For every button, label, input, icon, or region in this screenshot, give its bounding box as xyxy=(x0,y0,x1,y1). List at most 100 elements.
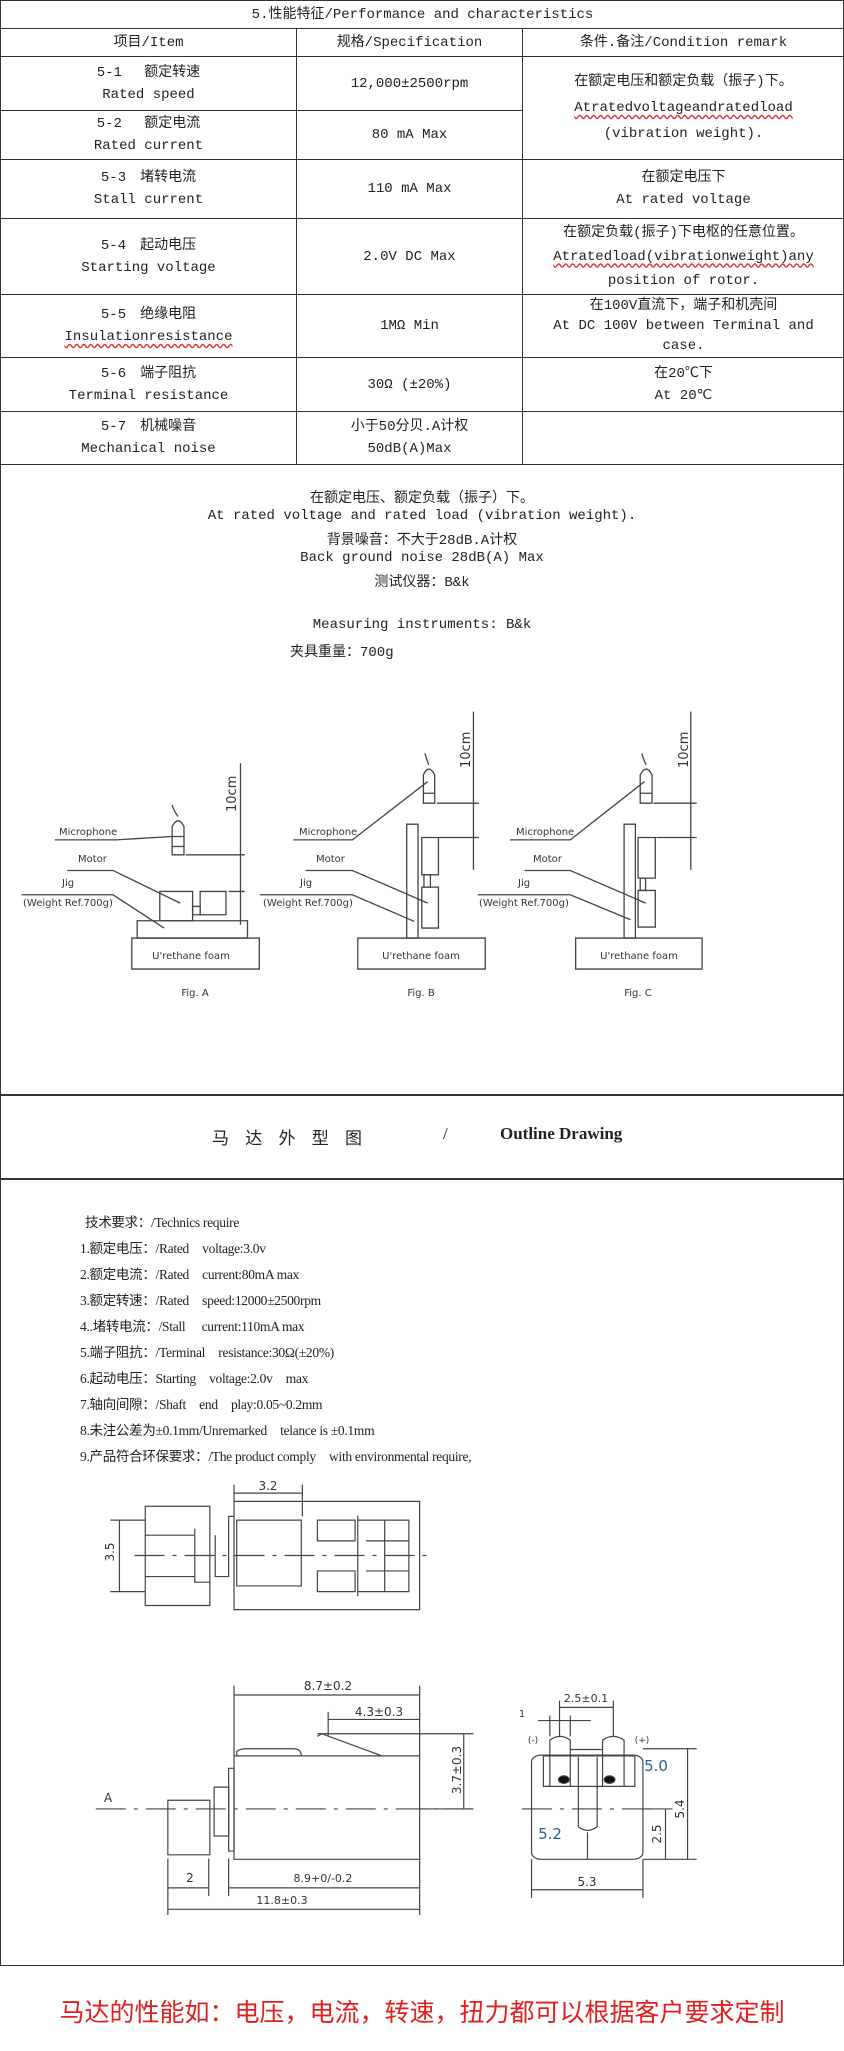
tech-item: 6.起动电压：Starting voltage:2.0v max xyxy=(80,1371,309,1386)
test-setup-figures xyxy=(22,712,703,969)
tech-item: 4..堵转电流：/Stall current:110mA max xyxy=(80,1319,305,1334)
spec: 50dB(A)Max xyxy=(367,441,452,457)
remark-line: 在100V直流下，端子和机壳间 xyxy=(589,298,778,314)
dim-11-8: 11.8±0.3 xyxy=(256,1894,307,1907)
top-view xyxy=(110,1484,433,1609)
performance-table: 5.性能特征/Performance and characteristics 项… xyxy=(0,0,844,465)
divider xyxy=(0,1178,844,1180)
item-cn: 5-1 额定转速 xyxy=(96,64,201,81)
dim-8-9: 8.9+0/-0.2 xyxy=(294,1872,353,1885)
item-en: Stall current xyxy=(93,192,204,208)
label-foam: U'rethane foam xyxy=(152,951,230,962)
test-line: Measuring instruments: B&k xyxy=(312,617,532,633)
tech-item: 9.产品符合环保要求：/The product comply with envi… xyxy=(80,1449,472,1464)
test-line: 背景噪音：不大于28dB.A计权 xyxy=(326,533,518,549)
label-10cm: 10cm xyxy=(225,776,240,812)
remark-line: (vibration weight). xyxy=(603,126,764,142)
test-line: 测试仪器：B&k xyxy=(374,575,470,591)
header-item: 项目/Item xyxy=(0,28,297,57)
label-microphone: Microphone xyxy=(59,827,117,838)
remark-line: 在额定电压和额定负载（振子)下。 xyxy=(574,74,793,90)
label-microphone: Microphone xyxy=(299,827,357,838)
outline-dimension-labels: 3.2 3.5 A 8.7±0.2 4.3±0.3 3.7±0.3 2 8.9+… xyxy=(103,1479,687,1907)
dim-5-3: 5.3 xyxy=(577,1875,596,1889)
dim-5-4: 5.4 xyxy=(673,1799,687,1818)
spec: 1MΩ Min xyxy=(296,294,523,358)
spec: 2.0V DC Max xyxy=(296,218,523,295)
item-en: Mechanical noise xyxy=(81,441,216,457)
remark-line: At rated voltage xyxy=(616,192,751,208)
remark-line: 在额定负载(振子)下电枢的任意位置。 xyxy=(563,224,804,241)
item-en: Terminal resistance xyxy=(68,387,229,404)
remark-line: At 20℃ xyxy=(654,387,713,404)
dim-2-5: 2.5 xyxy=(650,1824,664,1843)
table-title: 5.性能特征/Performance and characteristics xyxy=(0,0,844,29)
remark-line: case. xyxy=(662,338,705,354)
item-cn: 5-3 堵转电流 xyxy=(100,170,197,186)
section-a-label: A xyxy=(104,1791,113,1805)
test-line: At rated voltage and rated load (vibrati… xyxy=(207,508,637,524)
fig-a-caption: Fig. A xyxy=(181,988,209,999)
label-motor: Motor xyxy=(316,854,346,865)
remark-line: position of rotor. xyxy=(607,272,760,289)
dim-3-5: 3.5 xyxy=(103,1542,117,1561)
table-row: 5-4 起动电压 Starting voltage 2.0V DC Max 在额定… xyxy=(0,218,844,295)
dim-1: 1 xyxy=(519,1709,525,1720)
fig-b xyxy=(260,712,485,969)
label-motor: Motor xyxy=(533,854,563,865)
label-jig: Jig xyxy=(517,878,530,889)
dim-3-2: 3.2 xyxy=(258,1479,277,1493)
test-line: 在额定电压、额定负载（振子）下。 xyxy=(310,491,534,507)
outline-title-en: Outline Drawing xyxy=(500,1124,623,1143)
item-en: Starting voltage xyxy=(81,259,216,276)
dim-8-7: 8.7±0.2 xyxy=(304,1679,352,1693)
table-row: 5-7 机械噪音 Mechanical noise 小于50分贝.A计权 50dB(… xyxy=(0,411,844,465)
test-figure-labels: Microphone Motor Jig (Weight Ref.700g) U… xyxy=(23,732,692,999)
item-cn: 5-7 机械噪音 xyxy=(100,419,197,435)
tech-item: 5.端子阻抗：/Terminal resistance:30Ω(±20%) xyxy=(80,1345,334,1360)
label-10cm: 10cm xyxy=(677,732,692,768)
item-cn: 5-2 额定电流 xyxy=(96,116,201,132)
tech-item: 2.额定电流：/Rated current:80mA max xyxy=(80,1267,299,1282)
dim-3-7: 3.7±0.3 xyxy=(450,1746,464,1794)
fig-a xyxy=(22,763,260,969)
customization-note: 马达的性能如：电压，电流，转速，扭力都可以根据客户要求定制 xyxy=(59,1998,785,2027)
tech-item: 7.轴向间隙：/Shaft end play:0.05~0.2mm xyxy=(80,1397,323,1412)
spec: 30Ω (±20%) xyxy=(296,357,523,412)
item-en: Insulationresistance xyxy=(64,329,233,345)
outline-title-cn: 马 达 外 型 图 xyxy=(212,1129,368,1148)
fig-c-caption: Fig. C xyxy=(624,988,652,999)
dim-4-3: 4.3±0.3 xyxy=(355,1705,403,1719)
label-weight: (Weight Ref.700g) xyxy=(23,898,113,909)
spec: 80 mA Max xyxy=(296,110,523,160)
label-jig: Jig xyxy=(299,878,312,889)
remark-line: Atratedload(vibrationweight)any xyxy=(553,248,814,265)
divider xyxy=(0,1094,844,1096)
fig-c xyxy=(478,712,702,969)
outline-title-sep: / xyxy=(443,1124,448,1143)
tech-heading: 技术要求：/Technics require xyxy=(85,1215,240,1230)
dim-2: 2 xyxy=(186,1871,194,1885)
item-cn: 5-6 端子阻抗 xyxy=(100,365,197,382)
remark-line: Atratedvoltageandratedload xyxy=(574,100,793,116)
header-remark: 条件.备注/Condition remark xyxy=(521,28,844,57)
outline-drawings xyxy=(96,1484,697,1915)
end-view xyxy=(522,1701,697,1898)
dim-5-2: 5.2 xyxy=(538,1825,562,1843)
label-microphone: Microphone xyxy=(516,827,574,838)
spec: 小于50分贝.A计权 xyxy=(350,419,469,435)
terminal-positive: (+) xyxy=(635,1736,650,1746)
item-cn: 5-4 起动电压 xyxy=(100,237,197,254)
label-foam: U'rethane foam xyxy=(600,951,678,962)
tech-item: 1.额定电压：/Rated voltage:3.0v xyxy=(80,1241,266,1256)
item-en: Rated current xyxy=(93,138,204,154)
label-jig: Jig xyxy=(61,878,74,889)
label-motor: Motor xyxy=(78,854,108,865)
item-en: Rated speed xyxy=(102,86,195,103)
table-row: 5-2 额定电流 Rated current 80 mA Max xyxy=(0,110,844,160)
terminal-negative: (-) xyxy=(528,1736,538,1746)
remark-line: 在额定电压下 xyxy=(641,170,726,186)
